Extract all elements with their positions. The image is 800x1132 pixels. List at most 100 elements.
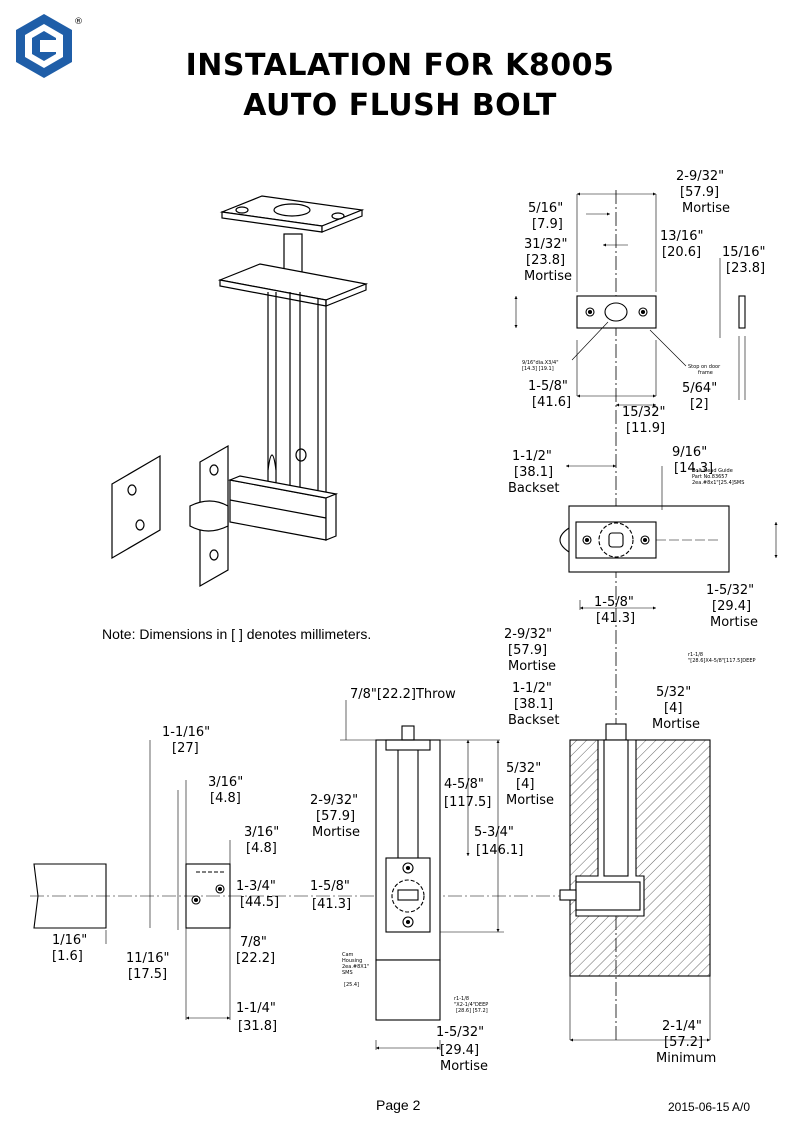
dimension-labels: 2-9/32" [57.9] Mortise 5/16" [7.9] 13/16…	[52, 169, 765, 1074]
bore-note-1: r1-1/8	[688, 652, 703, 658]
dim-1-1-2-a: 1-1/2"	[512, 449, 552, 464]
dim-2-9-32-b: 2-9/32"	[504, 627, 552, 642]
cam-note-1: Cam	[342, 952, 354, 958]
guide-note-1: Bolt Head Guide	[692, 468, 733, 474]
dim-41-3-a: [41.3]	[596, 611, 635, 626]
bolt-head-guide-view	[559, 464, 778, 610]
dim-3-16-b: 3/16"	[244, 825, 279, 840]
guide-note-3: 2ea.#8x1"[25.4]SMS	[692, 480, 744, 486]
dim-1-5-8-b: 1-5/8"	[594, 595, 634, 610]
hole-note: 9/16"dia.X3/4"	[522, 360, 559, 366]
dim-9-16: 9/16"	[672, 445, 707, 460]
bore-note-3: r1-1/8	[454, 996, 469, 1002]
bore-note-4: "X2-1/4"DEEP	[454, 1002, 488, 1008]
strike-plate-view	[514, 192, 746, 407]
cam-note-2: Housing	[342, 958, 362, 964]
dim-5-32-b: 5/32"	[506, 761, 541, 776]
dim-1-1-2-b: 1-1/2"	[512, 681, 552, 696]
dim-29-4-b-note: Mortise	[440, 1059, 488, 1074]
dim-146-1: [146.1]	[476, 843, 523, 858]
dim-5-64: 5/64"	[682, 381, 717, 396]
dim-throw: 7/8"[22.2]Throw	[350, 687, 456, 702]
dim-57-9-b: [57.9]	[508, 643, 547, 658]
small-notes: 9/16"dia.X3/4" [14.3] [19.1] Stop on doo…	[342, 360, 756, 1014]
stop-note-2: frame	[698, 370, 713, 376]
registered-mark: ®	[74, 17, 83, 27]
dim-1-1-16: 1-1/16"	[162, 725, 210, 740]
cam-note-3: 2ea.#8X1"	[342, 964, 369, 970]
dim-41-6: [41.6]	[532, 395, 571, 410]
dim-4-b: [4]	[516, 777, 534, 792]
hole-note-mm: [14.3] [19.1]	[522, 366, 554, 372]
page-number: Page 2	[376, 1097, 421, 1113]
dim-44-5: [44.5]	[240, 895, 279, 910]
dim-38-1-b: [38.1]	[514, 697, 553, 712]
dim-57-9-c: [57.9]	[316, 809, 355, 824]
dim-4-a-note: Mortise	[652, 717, 700, 732]
dim-2-9-32-c: 2-9/32"	[310, 793, 358, 808]
dim-23-8-b: [23.8]	[726, 261, 765, 276]
dim-5-32-a: 5/32"	[656, 685, 691, 700]
dim-23-8-a: [23.8]	[526, 253, 565, 268]
dim-13-16: 13/16"	[660, 229, 703, 244]
stop-note-1: Stop on door	[688, 364, 721, 370]
dim-4-5-8: 4-5/8"	[444, 777, 484, 792]
dim-4-a: [4]	[664, 701, 682, 716]
cam-note-5: [25.4]	[344, 982, 359, 988]
mortise-section-view	[559, 723, 711, 1042]
isometric-flush-bolt	[111, 195, 369, 588]
dim-4-8-a: [4.8]	[210, 791, 241, 806]
dim-11-9: [11.9]	[626, 421, 665, 436]
dim-top-width-mm: [57.9]	[680, 185, 719, 200]
title-line-2: AUTO FLUSH BOLT	[243, 88, 557, 123]
dim-117-5: [117.5]	[444, 795, 491, 810]
dim-11-16: 11/16"	[126, 951, 169, 966]
dim-17-5: [17.5]	[128, 967, 167, 982]
dim-2: [2]	[690, 397, 708, 412]
dimensions-note: Note: Dimensions in [ ] denotes millimet…	[102, 626, 372, 642]
dim-41-3-b: [41.3]	[312, 897, 351, 912]
dim-1-5-32-a: 1-5/32"	[706, 583, 754, 598]
dim-15-16: 15/16"	[722, 245, 765, 260]
dim-57-2: [57.2]	[664, 1035, 703, 1050]
dim-top-width-in: 2-9/32"	[676, 169, 724, 184]
dim-29-4-note: Mortise	[710, 615, 758, 630]
revision-date: 2015-06-15 A/0	[668, 1100, 751, 1114]
dim-15-32: 15/32"	[622, 405, 665, 420]
dim-2-1-4: 2-1/4"	[662, 1019, 702, 1034]
dim-20-6: [20.6]	[662, 245, 701, 260]
dim-1-1-4: 1-1/4"	[236, 1001, 276, 1016]
dim-57-9-b-note: Mortise	[508, 659, 556, 674]
dim-1-5-32-b: 1-5/32"	[436, 1025, 484, 1040]
bore-note-5: [28.6] [57.2]	[456, 1008, 488, 1014]
dim-57-9-c-note: Mortise	[312, 825, 360, 840]
dim-5-16: 5/16"	[528, 201, 563, 216]
cam-note-4: SMS	[342, 970, 353, 976]
dim-1-5-8-a: 1-5/8"	[528, 379, 568, 394]
dim-3-16-a: 3/16"	[208, 775, 243, 790]
strike-block-view	[30, 740, 560, 1020]
dim-4-8-b: [4.8]	[246, 841, 277, 856]
dim-31-32-note: Mortise	[524, 269, 572, 284]
dim-7-8: 7/8"	[240, 935, 267, 950]
dim-38-1-a: [38.1]	[514, 465, 553, 480]
dim-top-width-note: Mortise	[682, 201, 730, 216]
company-logo: ®	[16, 14, 83, 78]
dim-31-8: [31.8]	[238, 1019, 277, 1034]
dim-7-9: [7.9]	[532, 217, 563, 232]
dim-31-32: 31/32"	[524, 237, 567, 252]
title-line-1: INSTALATION FOR K8005	[185, 48, 615, 83]
cam-housing-view	[340, 700, 504, 1050]
dim-1-6: [1.6]	[52, 949, 83, 964]
guide-note-2: Part No.83657	[692, 474, 728, 480]
dim-1-16: 1/16"	[52, 933, 87, 948]
bore-note-2: "[28.6]X4-5/8"[117.5]DEEP	[688, 658, 756, 664]
dim-22-2: [22.2]	[236, 951, 275, 966]
dim-5-3-4: 5-3/4"	[474, 825, 514, 840]
dim-14-3: [14.3]	[674, 461, 713, 476]
dim-29-4-a: [29.4]	[712, 599, 751, 614]
backset-a: Backset	[508, 481, 559, 496]
dim-minimum: Minimum	[656, 1051, 716, 1066]
dim-1-5-8-c: 1-5/8"	[310, 879, 350, 894]
